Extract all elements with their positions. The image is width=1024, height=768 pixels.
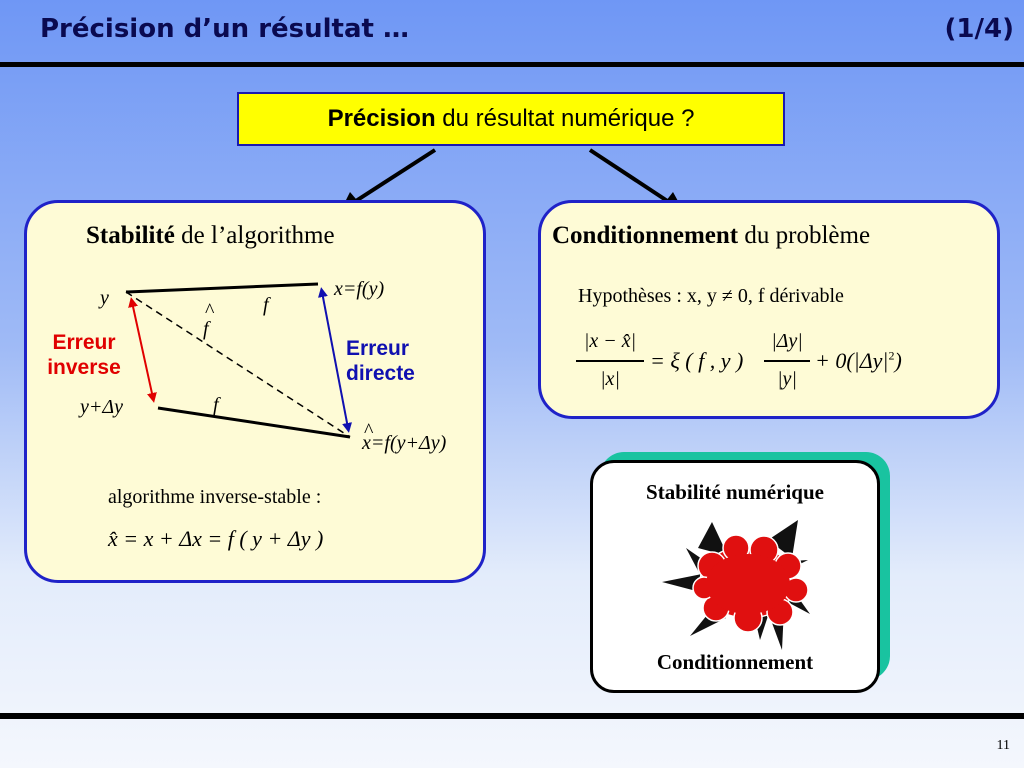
label-xhat-hat: ^	[364, 420, 374, 442]
conditioning-title-rest: du problème	[738, 222, 871, 249]
frac-right-num: |Δy|	[771, 330, 803, 352]
question-rest: du résultat numérique ?	[435, 105, 695, 132]
label-y: y	[100, 287, 109, 309]
hypotheses-text: Hypothèses : x, y ≠ 0, f dérivable	[578, 285, 844, 307]
erreur-directe-label: Erreur directe	[346, 336, 415, 386]
map-f-bottom	[157, 406, 351, 439]
label-y-plus-dy: y+Δy	[80, 396, 123, 418]
formula-middle: = ξ ( f , y )	[650, 348, 744, 373]
stability-title-rest: de l’algorithme	[174, 222, 335, 249]
label-fhat: f	[203, 318, 209, 340]
label-xhat-eq: =f(y+Δy)	[370, 432, 447, 454]
erreur-inverse-line1: Erreur	[52, 331, 116, 354]
label-xhat: x=f(y+Δy)	[362, 432, 446, 455]
label-xhat-x: x	[362, 432, 371, 454]
erreur-inverse-line2: inverse	[47, 356, 121, 379]
frac-left-num: |x − x̂|	[583, 330, 637, 352]
erreur-directe-line2: directe	[346, 362, 415, 385]
slide-counter: (1/4)	[944, 14, 1014, 44]
erreur-inverse-label: Erreur inverse	[36, 330, 132, 380]
page-number: 11	[996, 738, 1010, 753]
conditioning-panel	[538, 200, 1000, 419]
conditioning-title-bold: Conditionnement	[552, 222, 739, 249]
erreur-directe-line1: Erreur	[346, 337, 410, 360]
numeric-stability-label: Stabilité numérique	[646, 480, 824, 504]
stability-title-bold: Stabilité	[86, 222, 175, 249]
stability-title: Stabilité de l’algorithme	[86, 222, 335, 250]
erreur-directe-arrow	[318, 287, 352, 433]
map-f-top	[125, 282, 319, 294]
footer-rule	[0, 713, 1024, 719]
formula-tail-main: + 0(|Δy|	[815, 348, 889, 373]
precision-question-box: Précision du résultat numérique ?	[237, 92, 785, 146]
conditioning-label: Conditionnement	[656, 650, 814, 674]
erreur-inverse-arrow	[128, 297, 157, 403]
formula-tail-square: 2	[888, 348, 895, 363]
label-f-top: f	[263, 294, 269, 316]
frac-right-den: |y|	[777, 368, 797, 390]
frac-left-bar	[576, 360, 644, 362]
formula-tail-close: )	[894, 348, 902, 373]
header-rule	[0, 62, 1024, 67]
slide-title: Précision d’un résultat …	[40, 14, 410, 44]
inverse-stable-text: algorithme inverse-stable :	[108, 486, 322, 508]
question-bold: Précision	[327, 105, 436, 132]
frac-left-den: |x|	[600, 368, 620, 390]
map-fhat-dashed	[125, 291, 351, 438]
frac-right-bar	[764, 360, 810, 362]
arrow-right	[588, 148, 680, 210]
label-fhat-hat: ^	[205, 300, 215, 322]
stability-panel	[24, 200, 486, 583]
conditioning-title: Conditionnement du problème	[552, 222, 870, 250]
label-x-eq-fy: x=f(y)	[334, 278, 385, 300]
formula-tail: + 0(|Δy|2)	[815, 348, 902, 374]
arrow-left	[343, 148, 437, 210]
label-f-bottom: f	[213, 394, 219, 416]
inverse-stable-formula: x̂ = x + Δx = f ( y + Δy )	[108, 526, 324, 551]
